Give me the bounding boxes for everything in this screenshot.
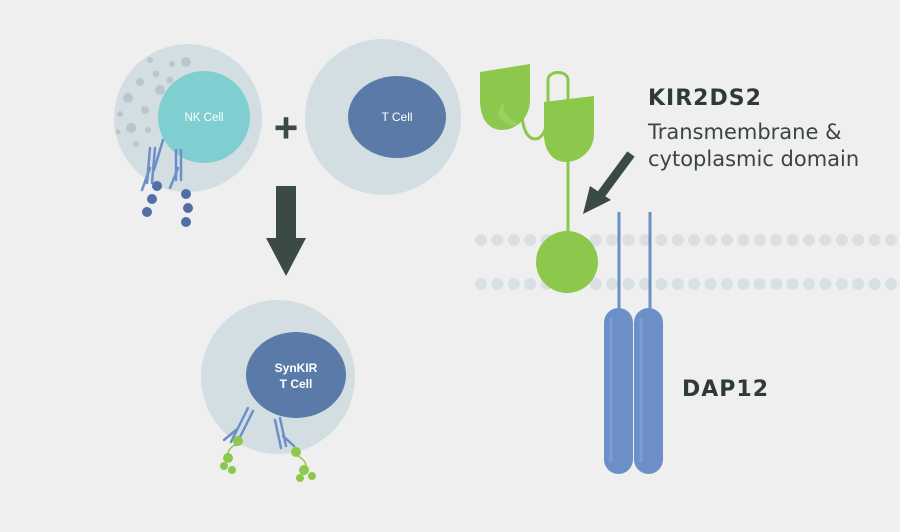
nk-receptor-right (168, 148, 183, 190)
membrane-lipid-dot (688, 278, 701, 290)
membrane-lipid-dot (639, 234, 651, 246)
membrane-lipid-dot (753, 234, 766, 246)
membrane-lipid-dot (622, 234, 635, 246)
dap12-chain-left (604, 308, 633, 474)
membrane-lipid-dot (688, 234, 701, 246)
membrane-lipid-dot (852, 278, 865, 290)
membrane-lipid-dot (803, 278, 815, 290)
membrane-lipid-dot (671, 278, 684, 290)
kir2ds2-title: KIR2DS2 (648, 86, 762, 111)
nk-cell-label: NK Cell (185, 112, 224, 124)
pointer-arrow-icon (583, 151, 635, 214)
membrane-lipid-dot (589, 278, 602, 290)
nk-ligand-beads (142, 181, 193, 227)
membrane-lipid-dot (655, 278, 668, 290)
membrane-lipid-dot (885, 234, 897, 246)
membrane-lipid-dot (507, 234, 520, 246)
membrane-lipid-dot (770, 278, 783, 290)
kir2ds2-ig-domain-1 (480, 64, 530, 130)
membrane-lipid-dot (770, 234, 783, 246)
t-cell-nucleus (348, 76, 446, 158)
dap12-label: DAP12 (682, 377, 770, 402)
synkir-receptor-right (273, 416, 296, 450)
membrane-lipid-dot (786, 278, 799, 290)
t-cell: T Cell (305, 39, 461, 195)
membrane-lipid-dot (835, 278, 848, 290)
membrane-lipid-dot (704, 234, 717, 246)
membrane-lipid-dot (475, 278, 487, 290)
membrane-lipid-dot (524, 234, 537, 246)
membrane-lipid-dot (852, 234, 865, 246)
kir2ds2-receptor (480, 64, 598, 293)
kir2ds2-subtitle-line1: Transmembrane & (648, 120, 842, 144)
membrane-lipid-dot (589, 234, 602, 246)
membrane-lipid-dot (655, 234, 668, 246)
membrane-lipid-dot (737, 234, 750, 246)
plus-sign: + (274, 104, 299, 151)
membrane-lipid-dot (868, 278, 881, 290)
dap12-chain-right (634, 308, 663, 474)
synkir-t-cell: SynKIR T Cell (201, 300, 355, 482)
membrane-lipid-dot (671, 234, 684, 246)
synkir-ligand-links (226, 443, 307, 471)
membrane-lipid-dot (868, 234, 881, 246)
membrane-lipid-dot (491, 278, 504, 290)
membrane-lipid-dot (885, 278, 897, 290)
nk-receptor-left (140, 138, 165, 192)
kir2ds2-transmembrane-domain (536, 231, 598, 293)
synkir-label-line2: T Cell (280, 377, 313, 391)
membrane-lipid-dot (622, 278, 635, 290)
nk-granules (115, 57, 191, 147)
membrane-lipid-dot (737, 278, 750, 290)
membrane-lipid-dot (606, 278, 619, 290)
membrane-lipid-dot (507, 278, 520, 290)
membrane-lipid-dot (704, 278, 717, 290)
membrane-lipid-dot (835, 234, 848, 246)
membrane-lipid-dot (721, 234, 733, 246)
membrane-lipid-dot (606, 234, 619, 246)
membrane-lipid-dot (786, 234, 799, 246)
kir2ds2-subtitle-line2: cytoplasmic domain (648, 147, 860, 171)
membrane-lipid-dot (803, 234, 815, 246)
membrane-lipid-dot (819, 234, 832, 246)
membrane-lipid-dot (524, 278, 537, 290)
membrane-lipid-dot (639, 278, 651, 290)
synkir-label-line1: SynKIR (275, 361, 318, 375)
dap12 (604, 212, 663, 474)
membrane-lipid-dot (721, 278, 733, 290)
membrane-lipid-dot (475, 234, 487, 246)
membrane-lipid-dot (819, 278, 832, 290)
kir2ds2-ig-domain-2 (544, 96, 594, 162)
synkir-nucleus (246, 332, 346, 418)
nk-nucleus (158, 71, 250, 163)
t-cell-label: T Cell (381, 110, 412, 124)
membrane-lipid-dot (753, 278, 766, 290)
membrane-lipid-dot (491, 234, 504, 246)
nk-cell: NK Cell (114, 44, 262, 227)
down-arrow-icon (266, 186, 306, 276)
